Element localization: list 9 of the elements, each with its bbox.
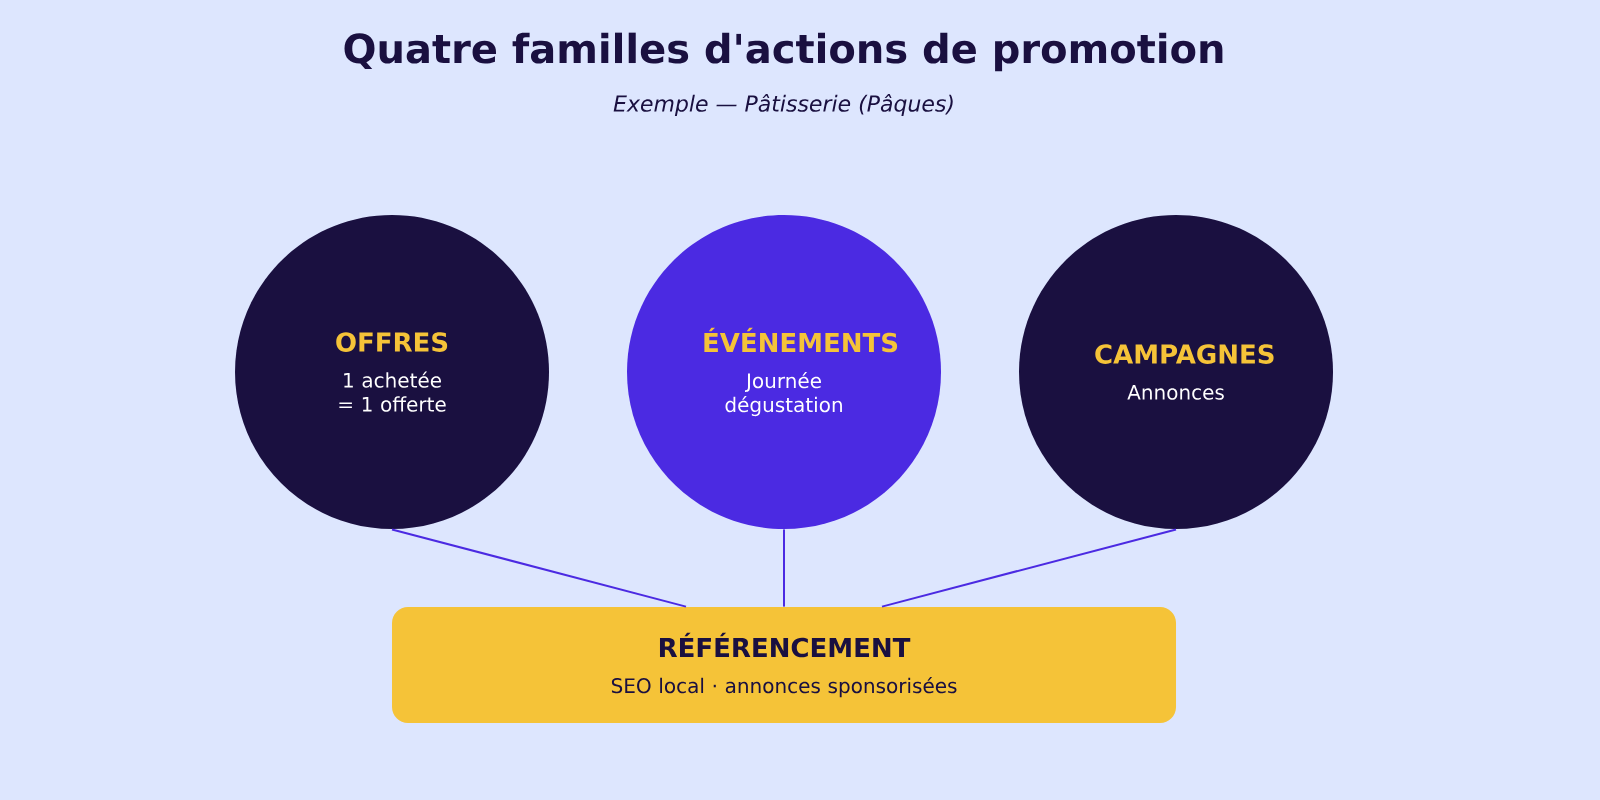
subtitle: Exemple — Pâtisserie (Pâques) bbox=[613, 93, 953, 117]
circle-node: ÉVÉNEMENTS Journée dégustation bbox=[627, 215, 941, 529]
connector-line bbox=[881, 528, 1177, 608]
title: Quatre familles d'actions de promotion bbox=[344, 32, 1223, 72]
box-node: RÉFÉRENCEMENT SEO local · annonces sponsorisées bbox=[392, 607, 1176, 723]
connector-line bbox=[783, 528, 785, 608]
circle-node: CAMPAGNES Annonces bbox=[1019, 215, 1333, 529]
connector-line bbox=[391, 528, 687, 608]
circle-node: OFFRES 1 achetée = 1 offerte bbox=[235, 215, 549, 529]
